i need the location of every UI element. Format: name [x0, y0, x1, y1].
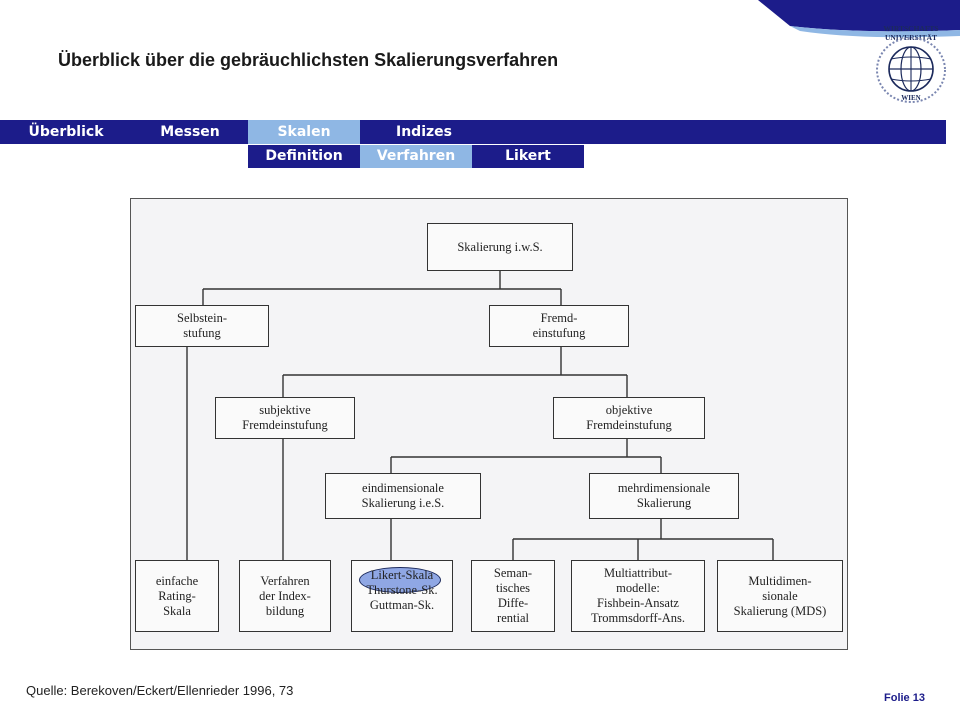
source-citation: Quelle: Berekoven/Eckert/Ellenrieder 199… [26, 683, 294, 698]
diagram-connectors [186, 271, 774, 560]
tab-ueberblick[interactable]: Überblick [28, 124, 104, 140]
logo-line-3: WIEN [901, 94, 921, 102]
logo-text-top: WIRTSCHAFTS UNIVERSITÄT [866, 24, 956, 42]
node-label: Fremd- einstufung [532, 311, 586, 340]
logo-line-2: UNIVERSITÄT [884, 33, 938, 42]
node-label: einfache Rating- Skala [155, 573, 199, 618]
node-selbsteinstufung: Selbstein- stufung [135, 305, 269, 347]
thurstone-label: Thurstone-Sk. [366, 583, 438, 597]
node-label: mehrdimensionale Skalierung [617, 481, 711, 510]
likert-group-text: Likert-Skala Thurstone-Sk. Guttman-Sk. [351, 568, 453, 613]
node-label: eindimensionale Skalierung i.e.S. [361, 481, 445, 510]
node-fremdeinstufung: Fremd- einstufung [489, 305, 629, 347]
subtab-definition[interactable]: Definition [248, 145, 360, 168]
tab-skalen[interactable]: Skalen [248, 120, 360, 144]
node-label: objektive Fremdeinstufung [586, 403, 672, 432]
tab-messen[interactable]: Messen [160, 124, 220, 140]
node-rating-skala: einfache Rating- Skala [135, 560, 219, 632]
university-logo: WIRTSCHAFTS UNIVERSITÄT WIEN [866, 18, 956, 110]
guttman-label: Guttman-Sk. [369, 598, 435, 612]
node-label: Seman- tisches Diffe- rential [493, 566, 533, 625]
node-label: Selbstein- stufung [177, 311, 227, 340]
logo-line-1: WIRTSCHAFTS [883, 24, 939, 33]
node-label: Verfahren der Index- bildung [259, 573, 311, 618]
node-semantisches-differential: Seman- tisches Diffe- rential [471, 560, 555, 632]
subtab-verfahren[interactable]: Verfahren [360, 145, 472, 168]
node-label: Multidimen- sionale Skalierung (MDS) [733, 573, 827, 618]
page-title: Überblick über die gebräuchlichsten Skal… [58, 50, 559, 70]
node-multidimensionale-skalierung: Multidimen- sionale Skalierung (MDS) [717, 560, 843, 632]
subtab-likert[interactable]: Likert [472, 145, 584, 168]
node-skalierung-iws: Skalierung i.w.S. [427, 223, 573, 271]
node-subjektive-fremdeinstufung: subjektive Fremdeinstufung [215, 397, 355, 439]
scaling-methods-diagram: Skalierung i.w.S. Selbstein- stufung Fre… [130, 198, 848, 650]
globe-icon [876, 37, 946, 103]
node-mehrdimensionale-skalierung: mehrdimensionale Skalierung [589, 473, 739, 519]
tab-indizes[interactable]: Indizes [396, 124, 452, 140]
node-multiattributmodelle: Multiattribut- modelle: Fishbein-Ansatz … [571, 560, 705, 632]
node-label: Skalierung i.w.S. [457, 239, 543, 254]
node-label: subjektive Fremdeinstufung [242, 403, 328, 432]
node-eindimensionale-skalierung: eindimensionale Skalierung i.e.S. [325, 473, 481, 519]
node-objektive-fremdeinstufung: objektive Fremdeinstufung [553, 397, 705, 439]
likert-highlight-ellipse [359, 567, 441, 593]
slide-number: Folie 13 [884, 692, 925, 704]
likert-skala-label: Likert-Skala [370, 568, 434, 582]
main-nav-bar [0, 120, 946, 144]
node-label: Multiattribut- modelle: Fishbein-Ansatz … [590, 566, 686, 625]
node-indexbildung: Verfahren der Index- bildung [239, 560, 331, 632]
